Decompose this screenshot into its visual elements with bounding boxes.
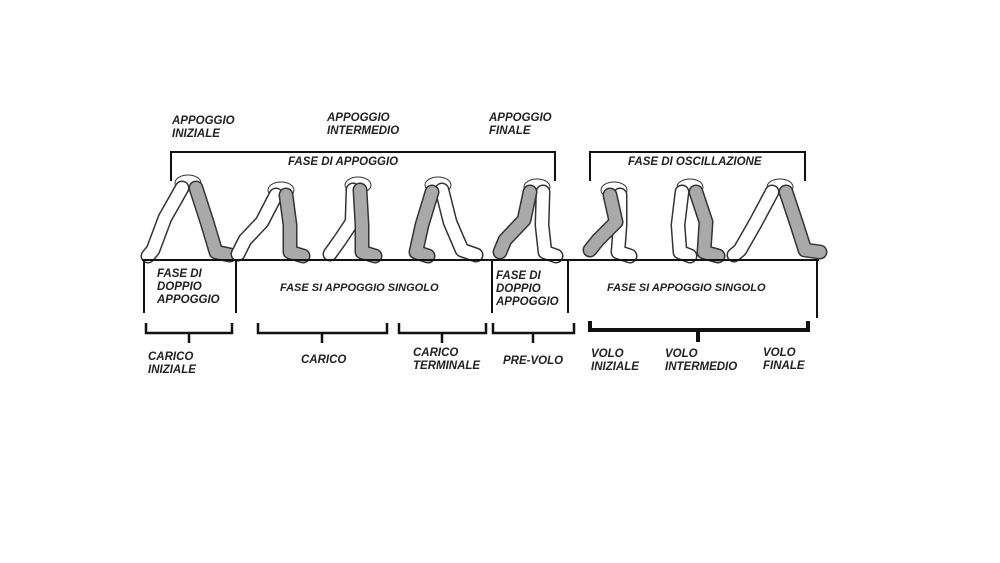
swing-leg <box>536 186 562 262</box>
label-line: FINALE <box>489 125 531 137</box>
bracket-appoggio <box>170 151 556 153</box>
label-line: INIZIALE <box>172 128 220 140</box>
swing-leg <box>672 186 696 262</box>
phase-appoggio-label: FASE DI APPOGGIO <box>288 156 399 168</box>
leg-figure-4 <box>408 176 484 264</box>
singolo-1: FASE SI APPOGGIO SINGOLO <box>280 282 439 294</box>
label-line: VOLO <box>591 348 624 360</box>
label-line: VOLO <box>763 347 796 359</box>
bracket-carico <box>256 323 389 343</box>
label-appoggio-iniziale: APPOGGIO INIZIALE <box>172 115 235 141</box>
swing-leg <box>142 182 188 262</box>
swing-leg <box>436 184 482 261</box>
bracket-volo <box>588 321 810 342</box>
stance-leg <box>780 186 826 258</box>
bracket-tick <box>170 151 172 181</box>
label-line: INTERMEDIO <box>665 361 738 373</box>
stance-leg <box>280 189 309 262</box>
stance-leg <box>494 186 536 258</box>
label-line: DOPPIO <box>496 283 541 295</box>
label-line: INIZIALE <box>148 364 196 376</box>
carico-iniziale: CARICO INIZIALE <box>148 351 196 377</box>
divider <box>235 260 237 313</box>
label-appoggio-finale: APPOGGIO FINALE <box>489 112 552 138</box>
volo-finale: VOLO FINALE <box>763 347 805 373</box>
swing-leg <box>728 186 778 261</box>
stance-leg <box>354 184 381 262</box>
stance-leg <box>584 189 622 256</box>
label-line: APPOGGIO <box>172 115 235 127</box>
bracket-tick <box>804 151 806 181</box>
label-line: DOPPIO <box>157 281 202 293</box>
divider <box>816 260 818 318</box>
label-line: VOLO <box>665 348 698 360</box>
doppio-appoggio-2: FASE DI DOPPIO APPOGGIO <box>496 270 559 309</box>
bracket-oscillazione <box>589 151 806 153</box>
label-line: CARICO <box>148 351 194 363</box>
stance-leg <box>690 186 724 262</box>
divider <box>143 260 145 313</box>
bracket-carico-iniziale <box>144 323 234 343</box>
carico: CARICO <box>301 354 347 366</box>
divider <box>567 260 569 313</box>
leg-figure-8 <box>726 178 828 263</box>
carico-terminale: CARICO TERMINALE <box>413 347 480 373</box>
label-line: APPOGGIO <box>489 112 552 124</box>
leg-figure-1 <box>140 174 238 264</box>
label-line: FINALE <box>763 360 805 372</box>
stance-leg <box>410 186 438 262</box>
label-line: APPOGGIO <box>157 294 220 306</box>
label-appoggio-intermedio: APPOGGIO INTERMEDIO <box>327 112 399 138</box>
swing-leg <box>324 184 359 260</box>
label-line: FASE DI <box>157 268 202 280</box>
bracket-carico-terminale <box>397 323 488 343</box>
leg-figure-5 <box>492 178 564 264</box>
leg-figure-7 <box>670 178 726 264</box>
volo-intermedio: VOLO INTERMEDIO <box>665 348 737 374</box>
pre-volo: PRE-VOLO <box>503 355 564 367</box>
label-line: TERMINALE <box>413 360 481 372</box>
bracket-pre-volo <box>491 323 576 343</box>
doppio-appoggio-1: FASE DI DOPPIO APPOGGIO <box>157 268 220 307</box>
stance-leg <box>190 182 236 261</box>
leg-figure-6 <box>582 181 638 264</box>
singolo-2: FASE SI APPOGGIO SINGOLO <box>607 282 766 294</box>
phase-oscillazione-label: FASE DI OSCILLAZIONE <box>628 156 762 168</box>
volo-iniziale: VOLO INIZIALE <box>591 348 639 374</box>
divider <box>491 260 493 313</box>
label-line: APPOGGIO <box>496 296 559 308</box>
label-line: INIZIALE <box>591 361 639 373</box>
leg-figure-2 <box>230 181 311 264</box>
leg-figure-3 <box>322 176 383 264</box>
label-line: APPOGGIO <box>327 112 390 124</box>
label-line: INTERMEDIO <box>327 125 400 137</box>
bracket-tick <box>589 151 591 181</box>
swing-leg <box>232 189 282 260</box>
ground-line <box>142 259 819 261</box>
label-line: CARICO <box>413 347 459 359</box>
label-line: FASE DI <box>496 270 541 282</box>
bracket-tick <box>554 151 556 181</box>
